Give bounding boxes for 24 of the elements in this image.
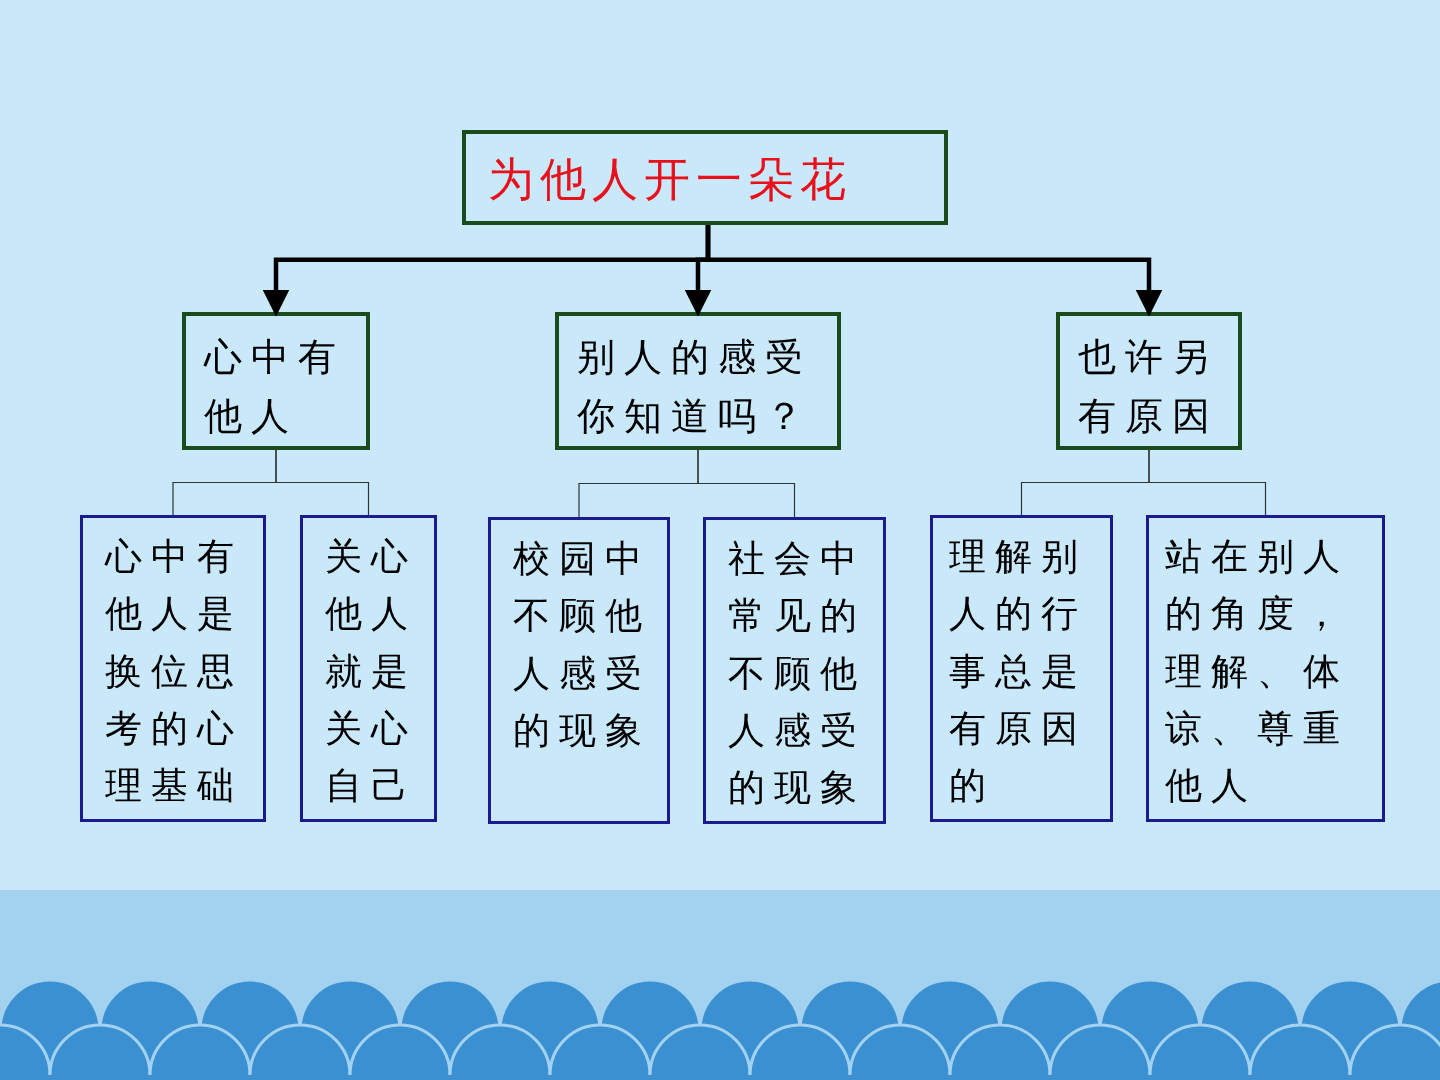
topic-box	[182, 312, 370, 450]
topic-text: 别人的感受你知道吗？	[577, 334, 813, 440]
detail-box	[488, 517, 670, 824]
detail-text: 校园中不顾他人感受的现象	[513, 536, 652, 755]
title-text: 为他人开一朵花	[488, 151, 853, 208]
detail-box	[930, 515, 1113, 822]
detail-box	[80, 515, 266, 822]
topic-box	[1056, 312, 1242, 450]
detail-box	[703, 517, 886, 824]
topic-box	[555, 312, 841, 450]
detail-text: 心中有他人是换位思考的心理基础	[105, 534, 244, 810]
detail-text: 理解别人的行事总是有原因的	[949, 534, 1088, 810]
detail-box	[300, 515, 437, 822]
detail-text: 关心他人就是关心自己	[325, 534, 418, 810]
detail-text: 站在别人的角度，理解、体谅、尊重他人	[1165, 534, 1350, 810]
connector-line	[1148, 449, 1267, 516]
topic-text: 也许另有原因	[1078, 334, 1220, 440]
topic-text: 心中有他人	[204, 334, 346, 440]
connector-line	[275, 449, 370, 516]
title-box	[462, 130, 948, 225]
detail-box	[1146, 515, 1385, 822]
arrow	[705, 225, 1163, 317]
connector-line	[697, 449, 796, 518]
detail-text: 社会中常见的不顾他人感受的现象	[728, 536, 867, 812]
